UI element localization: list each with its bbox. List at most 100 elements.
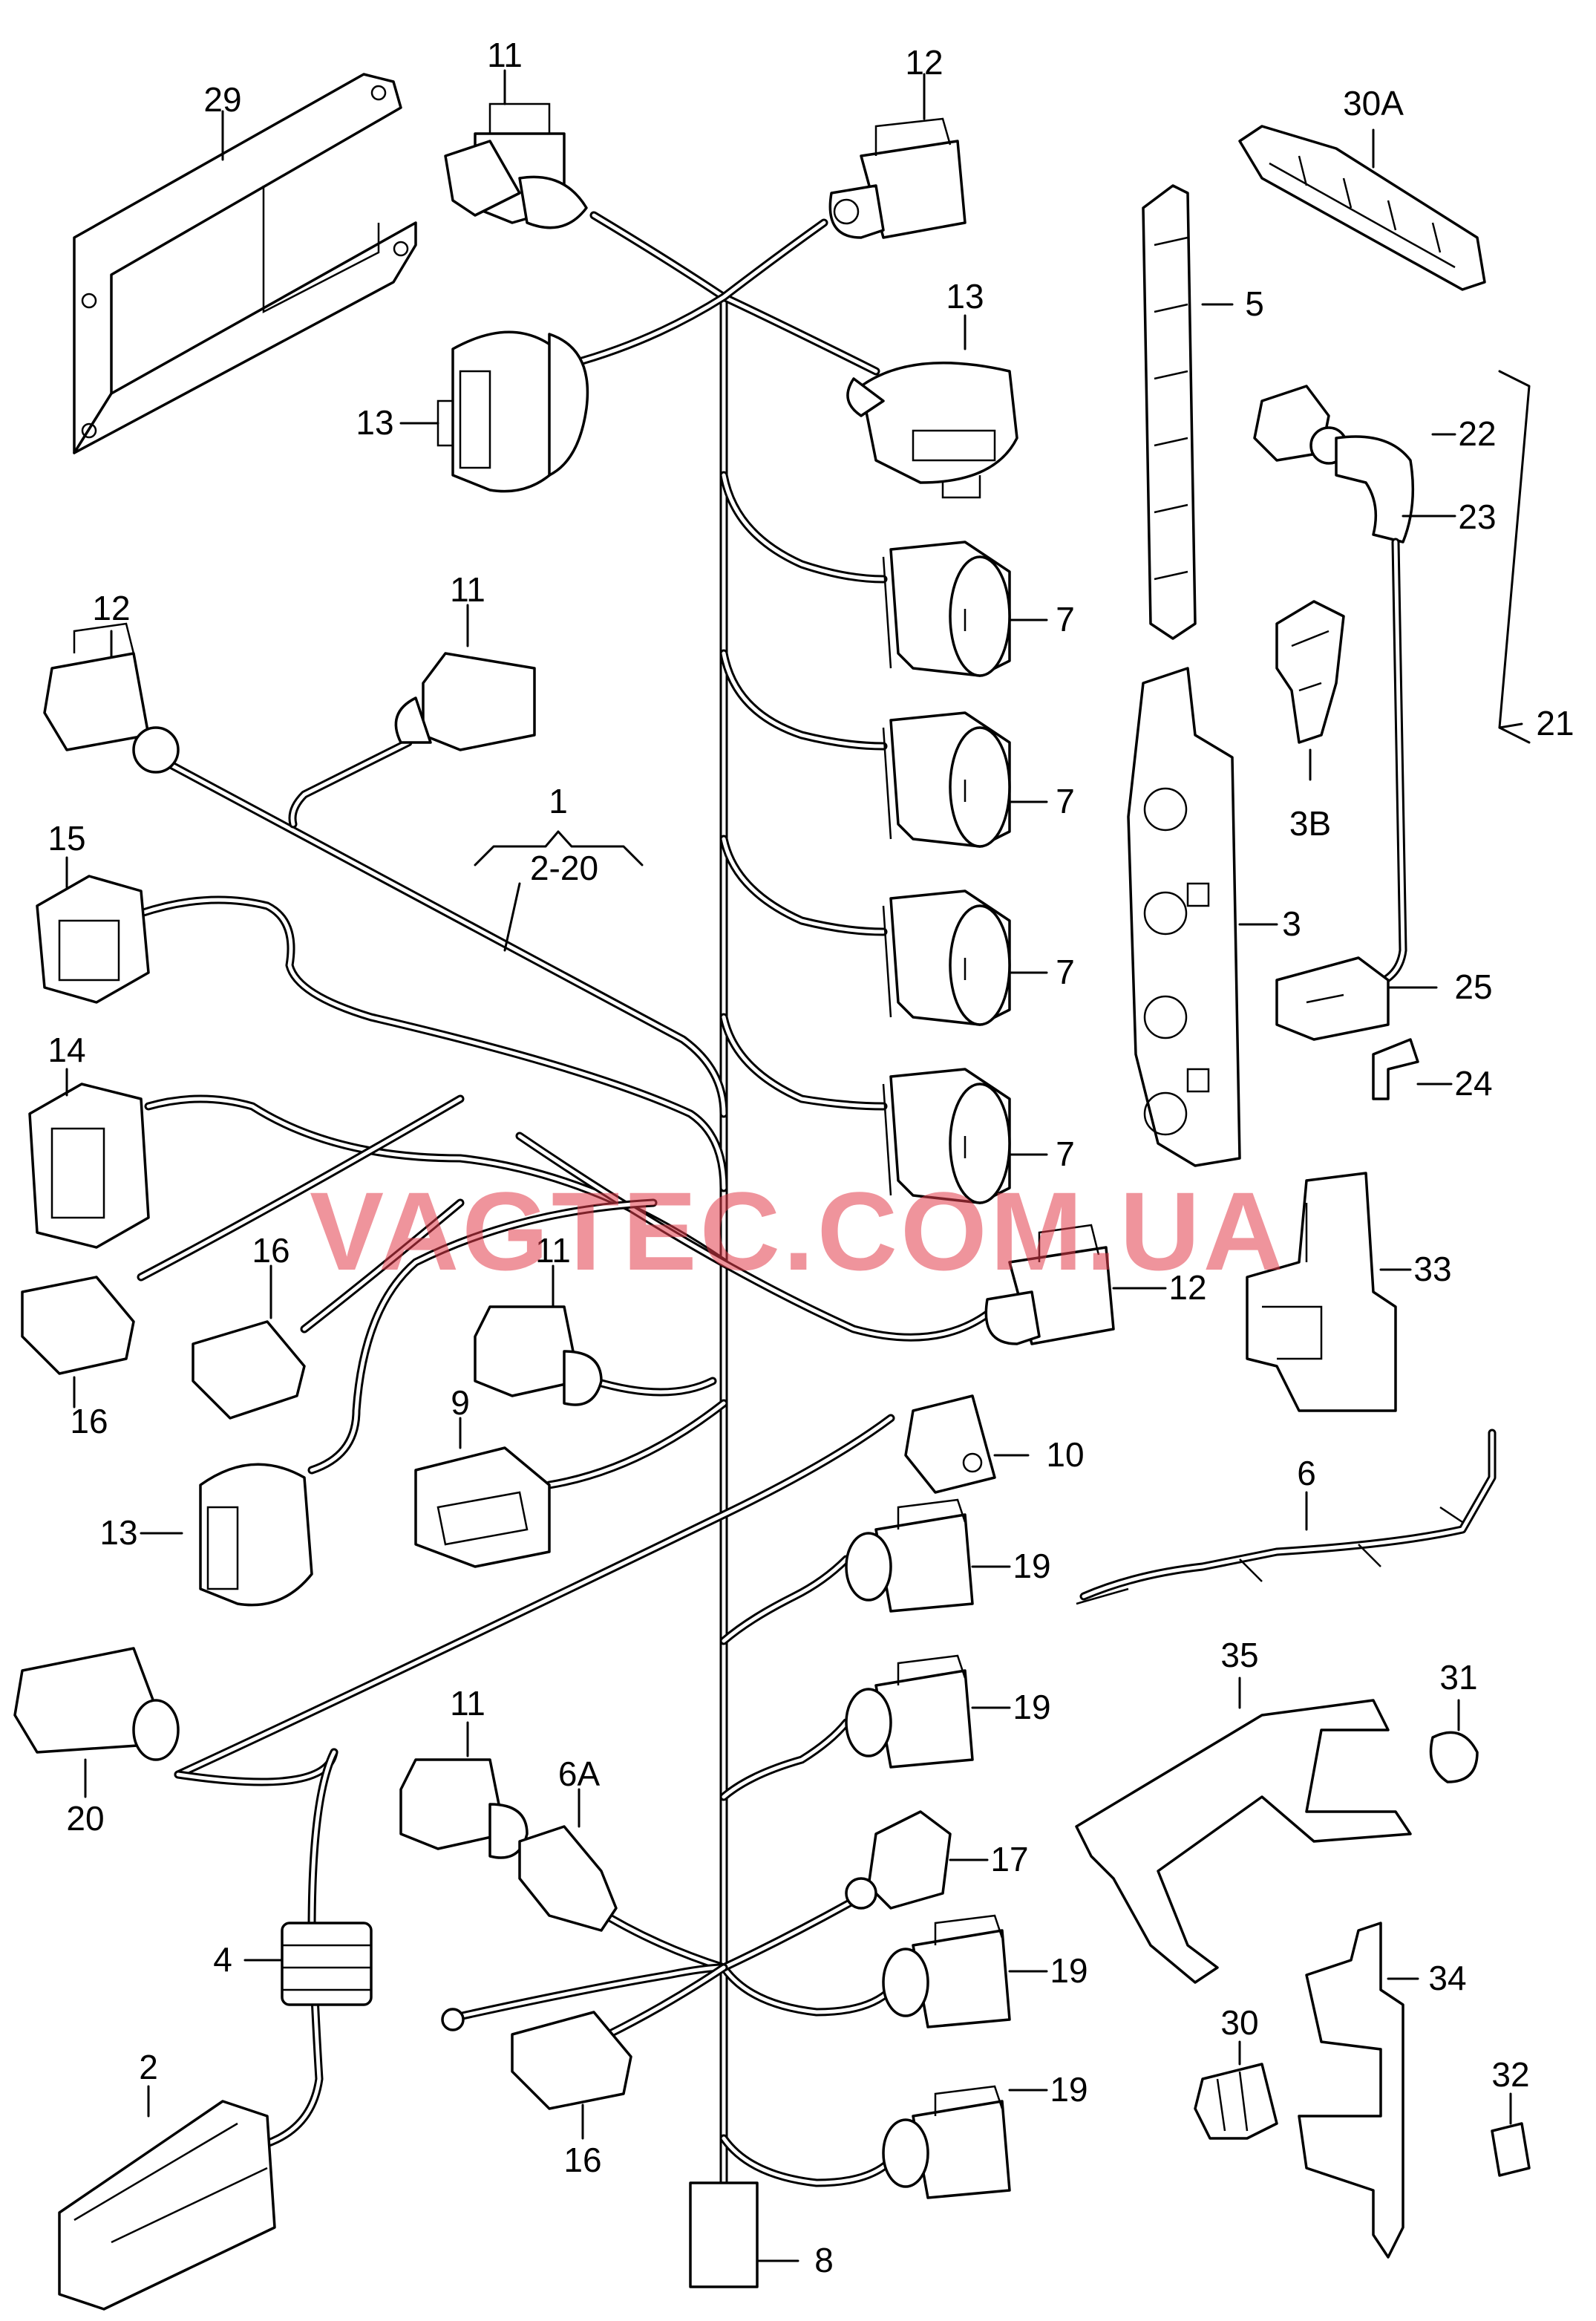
label-19: 19 (1050, 2070, 1088, 2109)
label-31: 31 (1439, 1658, 1477, 1697)
label-6A: 6A (558, 1754, 601, 1793)
connector-10 (904, 1394, 996, 1494)
connector-20 (13, 1647, 180, 1761)
label-10: 10 (1046, 1435, 1084, 1474)
connector-11-top (444, 102, 588, 229)
part-6A-sleeve (518, 1825, 618, 1932)
connector-19-c (882, 1914, 1011, 2028)
label-30: 30 (1220, 2003, 1258, 2042)
label-7: 7 (1056, 600, 1075, 639)
label-3B: 3B (1289, 804, 1331, 843)
part-35-bracket (1075, 1699, 1412, 1984)
label-14: 14 (48, 1031, 85, 1069)
label-16: 16 (70, 1402, 108, 1440)
connector-11-left-upper (394, 652, 536, 751)
label-11: 11 (487, 36, 523, 74)
label-29: 29 (203, 80, 241, 119)
connector-19-a (845, 1498, 974, 1613)
label-6: 6 (1297, 1454, 1316, 1492)
label-21: 21 (1536, 704, 1574, 742)
label-16: 16 (252, 1231, 290, 1270)
label-30A: 30A (1343, 84, 1404, 123)
label-13: 13 (99, 1513, 137, 1552)
label-13: 13 (946, 277, 984, 316)
label-19: 19 (1013, 1547, 1050, 1585)
label-23: 23 (1458, 497, 1496, 536)
bracket-label-2-20: 2-20 (530, 849, 598, 887)
connector-7-b (882, 711, 1011, 848)
connector-11-lower (399, 1758, 529, 1859)
part-6-pipe (1076, 1429, 1497, 1605)
connector-13-top-left (436, 330, 589, 493)
part-5-rail (1142, 184, 1197, 640)
label-12: 12 (1168, 1268, 1206, 1307)
connector-13-lower (199, 1463, 313, 1607)
part-31-clip (1429, 1731, 1479, 1783)
part-4-grommet (281, 1922, 373, 2006)
label-7: 7 (1056, 1135, 1075, 1173)
part-8-plug (689, 2181, 759, 2288)
label-8: 8 (814, 2241, 834, 2279)
label-2: 2 (139, 2048, 158, 2086)
connector-16-mid (192, 1320, 306, 1420)
label-11: 11 (450, 1684, 485, 1723)
label-32: 32 (1491, 2055, 1529, 2094)
connector-12-right-lower (984, 1224, 1115, 1345)
connector-15 (36, 875, 150, 1004)
connector-16-left (21, 1276, 135, 1375)
label-3: 3 (1282, 904, 1301, 943)
part-33-bracket (1246, 1172, 1397, 1412)
bracket-label-1: 1 (549, 782, 568, 820)
part-32-clip (1491, 2122, 1531, 2177)
connector-14 (28, 1083, 150, 1249)
label-7: 7 (1056, 953, 1075, 991)
part-labels: 29 11 12 30A 5 13 13 22 23 12 11 7 7 7 7… (48, 36, 1574, 2279)
label-20: 20 (66, 1799, 104, 1838)
watermark: VAGTEC.COM.UA (310, 1169, 1286, 1293)
harness-wires (137, 211, 992, 2202)
label-12: 12 (92, 589, 130, 627)
leader-lines (65, 69, 1531, 2262)
connector-11-mid (474, 1305, 603, 1406)
label-11: 11 (535, 1231, 571, 1270)
connector-13-top-right (846, 362, 1018, 499)
part-3B-clip (1275, 600, 1345, 744)
ring-terminal (441, 2008, 465, 2031)
connector-19-b (845, 1654, 974, 1769)
label-13: 13 (356, 403, 393, 442)
label-35: 35 (1220, 1636, 1258, 1674)
part-30A-clip (1238, 125, 1486, 291)
label-15: 15 (48, 819, 85, 858)
label-7: 7 (1056, 782, 1075, 820)
label-19: 19 (1013, 1688, 1050, 1726)
label-24: 24 (1454, 1064, 1492, 1103)
label-16: 16 (563, 2141, 601, 2179)
label-34: 34 (1428, 1959, 1466, 1997)
connector-17 (845, 1810, 952, 1910)
label-22: 22 (1458, 414, 1496, 453)
connector-7-d (882, 1068, 1011, 1204)
label-25: 25 (1454, 967, 1492, 1006)
label-11: 11 (450, 570, 485, 609)
part-30-clip (1194, 2063, 1278, 2140)
label-19: 19 (1050, 1951, 1088, 1990)
label-17: 17 (990, 1840, 1028, 1878)
connector-9 (414, 1446, 551, 1568)
label-4: 4 (213, 1940, 232, 1979)
label-5: 5 (1245, 284, 1264, 323)
connector-12-left (43, 622, 180, 774)
part-21-cable-assembly (1253, 385, 1415, 1041)
part-29-plate (73, 73, 417, 454)
part-2-box (58, 2100, 276, 2311)
connector-16-lower (511, 2011, 632, 2110)
label-9: 9 (451, 1383, 470, 1422)
connector-12-top (828, 117, 967, 239)
connector-19-d (882, 2085, 1011, 2199)
part-24-plug (1372, 1038, 1419, 1100)
part-3-carrier (1127, 667, 1241, 1167)
label-12: 12 (905, 43, 943, 82)
label-33: 33 (1413, 1250, 1451, 1288)
part-34-bracket (1298, 1922, 1404, 2259)
connector-7-a (882, 541, 1011, 677)
